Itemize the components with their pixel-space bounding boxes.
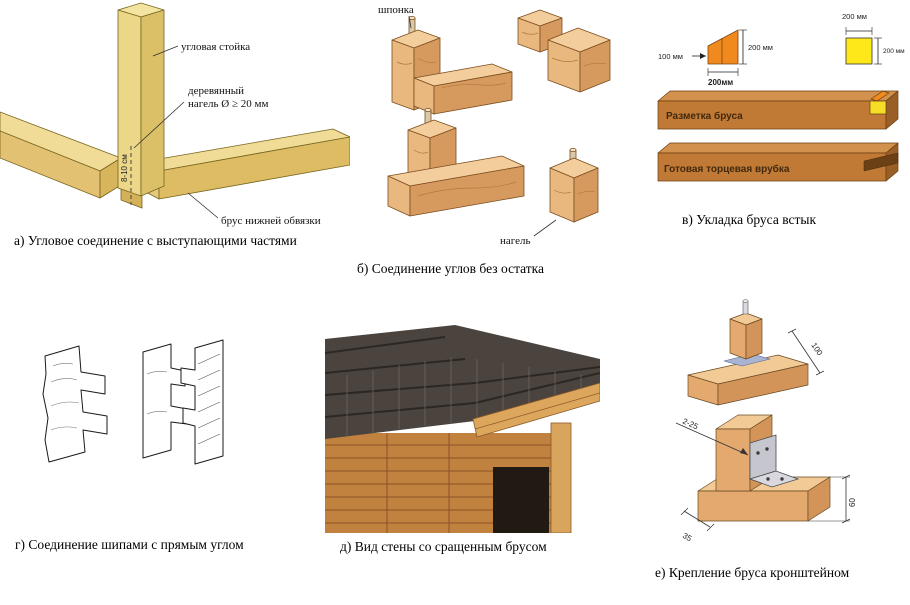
depth-dimension: 8-10 см xyxy=(120,154,129,182)
caption-panel-a: а) Угловое соединение с выступающими час… xyxy=(14,233,297,248)
dowel-label-line2: нагель Ø ≥ 20 мм xyxy=(188,98,268,110)
angle-bracket xyxy=(748,434,800,488)
corner-assembly-top xyxy=(391,15,513,115)
loose-block-small xyxy=(517,9,563,53)
bottom-frame-beam-right xyxy=(141,128,350,200)
caption-panel-b: б) Соединение углов без остатка xyxy=(357,261,545,276)
dim-200mm-bottom: 200мм xyxy=(708,78,733,87)
marked-beam xyxy=(657,90,899,130)
dowel-label-leader xyxy=(133,101,185,149)
panel-v-illustration: 100 мм 200 мм 200мм 200 мм 200 мм xyxy=(657,12,905,182)
post-label: угловая стойка xyxy=(181,41,250,53)
dim-tick xyxy=(680,507,689,516)
corner-post xyxy=(117,2,165,197)
dim-100mm: 100 мм xyxy=(658,52,683,61)
spline-label-leader xyxy=(408,15,412,29)
wedge-diagram: 100 мм 200 мм 200мм xyxy=(658,29,773,87)
fascia-edge-line xyxy=(474,392,600,430)
dim-tick xyxy=(706,523,715,532)
notch-label: Готовая торцевая врубка xyxy=(664,163,790,175)
dim-60: 60 xyxy=(848,498,857,507)
tiled-roof xyxy=(325,325,600,439)
dowel-assembly xyxy=(687,299,809,406)
corner-assembly-bottom xyxy=(387,108,525,217)
panel-d-photo xyxy=(325,325,600,533)
dowel-label: нагель xyxy=(500,235,531,247)
bottom-frame-beam-left xyxy=(0,111,122,199)
fascia-board xyxy=(472,382,600,438)
dim-200mm-top: 200 мм xyxy=(842,12,867,21)
panel-b-illustration: шпонка нагель xyxy=(378,4,611,247)
loose-block-large xyxy=(547,27,611,93)
corner-trim-board xyxy=(550,422,572,533)
dowel-label-leader xyxy=(533,219,557,237)
dim-line-100 xyxy=(791,330,821,374)
beam-label: брус нижней обвязки xyxy=(221,215,321,227)
dim-100: 100 xyxy=(809,341,824,358)
dim-35: 35 xyxy=(681,531,694,544)
tenon-sketch-left xyxy=(42,345,108,463)
caption-panel-e: е) Крепление бруса кронштейном xyxy=(655,565,850,580)
panel-e-illustration: 100 2-25 60 35 xyxy=(675,299,857,544)
dim-tick xyxy=(815,370,825,376)
marking-label: Разметка бруса xyxy=(666,110,743,122)
caption-panel-d: д) Вид стены со сращенным брусом xyxy=(340,539,547,554)
notched-beam xyxy=(657,142,899,182)
dim-line-35 xyxy=(683,510,711,528)
dim-200mm-right: 200 мм xyxy=(748,43,773,52)
dim-200mm-side: 200 мм xyxy=(883,48,905,55)
panel-g-illustration xyxy=(42,339,224,465)
post-label-leader xyxy=(152,45,179,57)
dowel-block xyxy=(549,147,599,223)
dim-arrowhead xyxy=(740,448,748,455)
dowel-label-line1: деревянный xyxy=(188,85,244,97)
dim-leader-2-25 xyxy=(675,422,749,456)
caption-panel-g: г) Соединение шипами с прямым углом xyxy=(15,537,244,552)
panel-a-illustration: 8-10 см угловая стойка деревянный нагель… xyxy=(0,2,350,227)
tenon-sketch-right xyxy=(142,339,224,465)
dim-tick xyxy=(787,328,797,334)
dim-tick xyxy=(841,518,851,524)
beam-label-leader xyxy=(187,192,219,219)
square-diagram: 200 мм 200 мм xyxy=(842,12,905,65)
caption-panel-v: в) Укладка бруса встык xyxy=(682,212,817,227)
dim-tick xyxy=(841,474,851,480)
spline-label: шпонка xyxy=(378,4,414,16)
doorway xyxy=(493,467,549,533)
